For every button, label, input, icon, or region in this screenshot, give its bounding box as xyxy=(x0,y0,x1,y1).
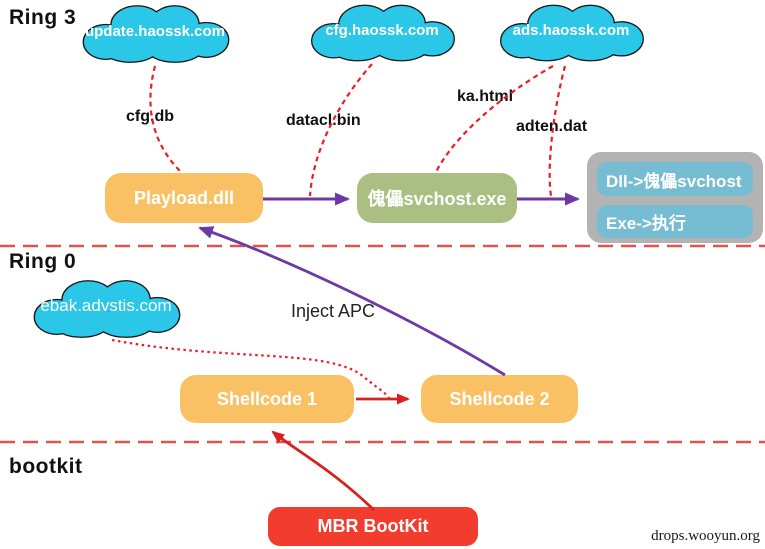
node-mbr-bootkit-label: MBR BootKit xyxy=(317,516,429,536)
node-puppet-svchost: 傀儡svchost.exe xyxy=(357,173,517,223)
node-shellcode-2-label: Shellcode 2 xyxy=(449,388,550,409)
edge-label-cfg-db: cfg.db xyxy=(126,108,174,125)
arrow-mbr-to-shellcode1 xyxy=(271,430,375,512)
action-exe-execute-label: Exe->执行 xyxy=(606,214,686,233)
cloud-ads-server-label: ads.haossk.com xyxy=(512,21,630,39)
cloud-ebak-server: ebak.advstis.com xyxy=(27,277,185,341)
edge-label-inject-apc: Inject APC xyxy=(291,301,376,321)
watermark: drops.wooyun.org xyxy=(651,528,760,544)
edge-label-ka-html: ka.html xyxy=(457,88,514,105)
cloud-ebak-server-label: ebak.advstis.com xyxy=(40,296,172,315)
node-playload-dll: Playload.dll xyxy=(105,173,263,223)
node-puppet-svchost-label: 傀儡svchost.exe xyxy=(367,189,507,209)
cloud-cfg-server: cfg.haossk.com xyxy=(303,2,461,64)
edge-label-adten-dat: adten.dat xyxy=(516,118,588,135)
node-shellcode-1-label: Shellcode 1 xyxy=(216,388,318,409)
ring0-label: Ring 0 xyxy=(9,250,77,273)
cloud-update-server-label: update.haossk.com xyxy=(84,22,226,40)
edge-label-datacl-bin: datacl.bin xyxy=(286,112,361,129)
action-dll-puppet-svchost-label: Dll->傀儡svchost xyxy=(606,171,742,191)
ring3-label: Ring 3 xyxy=(9,6,77,29)
cloud-ads-server: ads.haossk.com xyxy=(492,2,650,64)
action-exe-execute: Exe->执行 xyxy=(597,205,753,238)
actions-panel: Dll->傀儡svchost Exe->执行 xyxy=(587,152,763,243)
cloud-update-server: update.haossk.com xyxy=(76,2,234,66)
cloud-cfg-server-label: cfg.haossk.com xyxy=(325,21,439,39)
action-dll-puppet-svchost: Dll->傀儡svchost xyxy=(597,162,753,196)
bootkit-label: bootkit xyxy=(9,455,83,478)
node-shellcode-2: Shellcode 2 xyxy=(421,375,578,423)
node-playload-dll-label: Playload.dll xyxy=(133,187,235,208)
node-shellcode-1: Shellcode 1 xyxy=(180,375,354,423)
node-mbr-bootkit: MBR BootKit xyxy=(268,507,478,546)
